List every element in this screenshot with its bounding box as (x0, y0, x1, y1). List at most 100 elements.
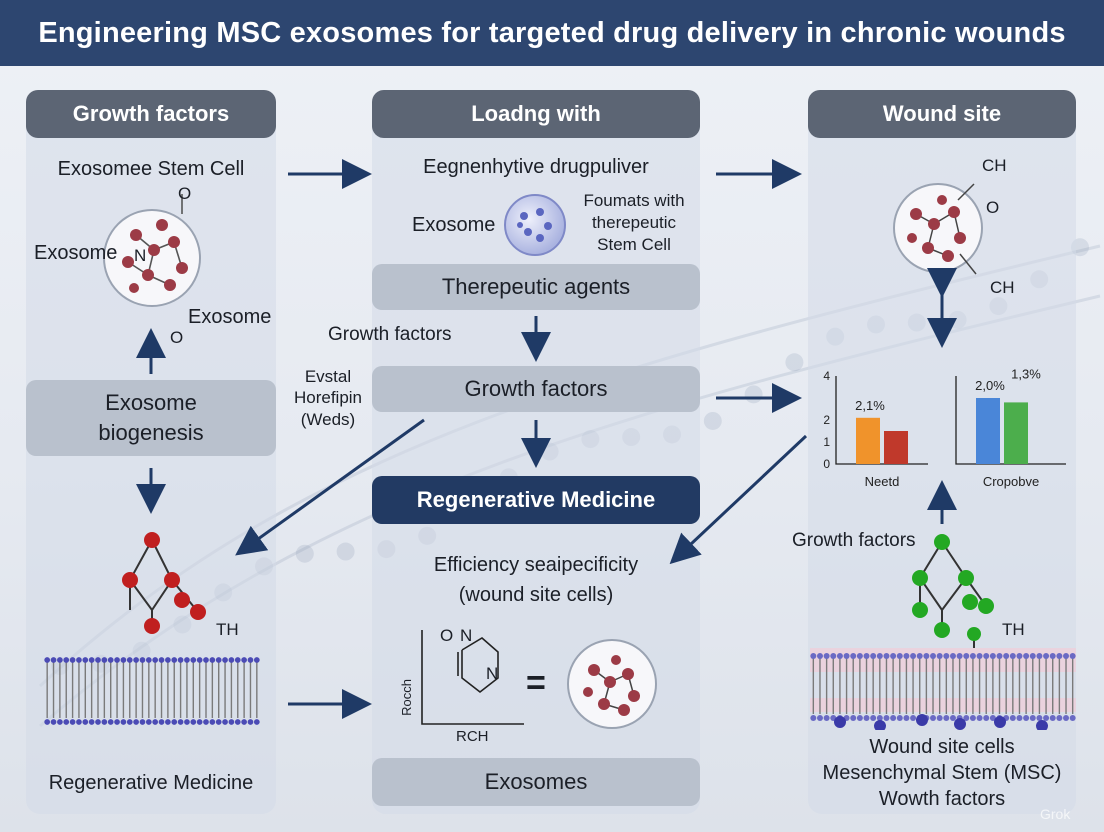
lipid-head (949, 715, 956, 721)
lipid-head (816, 653, 823, 659)
data-label: 2,1% (855, 398, 885, 413)
bar (976, 398, 1000, 464)
mol-ch-bottom: CH (990, 278, 1015, 297)
lipid-head (996, 653, 1003, 659)
middle-subtitle: Eegnenhytive drugpuliver (423, 156, 649, 178)
lipid-head (936, 653, 943, 659)
lipid-head (883, 653, 890, 659)
axis-x-label: RCH (456, 728, 489, 745)
lipid-head (57, 657, 63, 663)
exosome-biogenesis-label: Exosome biogenesis (98, 390, 204, 445)
watermark: Grok (1040, 806, 1071, 822)
chart-axis (955, 376, 1066, 465)
right-footer-line1: Wound site cells (869, 736, 1015, 758)
lipid-head (57, 719, 63, 725)
y-tick-label: 2 (823, 413, 830, 427)
lipid-head (1049, 653, 1056, 659)
lipid-head (1036, 715, 1043, 721)
lipid-head (843, 653, 850, 659)
right-mol-th: TH (1002, 620, 1025, 639)
mol-label-left: Exosome (34, 242, 118, 264)
vesicle-dot (874, 720, 886, 730)
lipid-head (184, 657, 190, 663)
lipid-head (126, 657, 133, 663)
lipid-head (165, 719, 171, 725)
lipid-head (870, 653, 877, 659)
lipid-head (1029, 715, 1036, 721)
lipid-head (234, 657, 241, 663)
lipid-head (863, 715, 870, 721)
lipid-head (883, 715, 890, 721)
lipid-head (215, 719, 222, 725)
lipid-head (956, 653, 963, 659)
lipid-head (120, 719, 127, 725)
mol-o: O (986, 198, 1000, 217)
ring-label-n-mid: N (486, 664, 499, 683)
lipid-head (158, 719, 165, 725)
lipid-head (823, 653, 830, 659)
lipid-head (823, 715, 830, 721)
growth-factors-box-label: Growth factors (464, 376, 608, 402)
lipid-head (1016, 653, 1023, 659)
lipid-head (76, 657, 82, 663)
lipid-head (126, 719, 133, 725)
vesicle-dot (1036, 720, 1048, 730)
middle-panel-header: Loadng with (372, 90, 700, 138)
chart-axis (835, 376, 928, 465)
regenerative-medicine-box: Regenerative Medicine (372, 476, 700, 524)
lipid-head (850, 715, 857, 721)
lipid-head (228, 657, 235, 663)
lipid-head (1069, 653, 1076, 659)
lipid-head (196, 657, 203, 663)
lipid-head (1043, 715, 1050, 721)
lipid-head (910, 653, 917, 659)
lipid-head (76, 719, 82, 725)
lipid-head (203, 719, 209, 725)
regenerative-medicine-label: Regenerative Medicine (416, 487, 656, 512)
lipid-head (253, 719, 260, 725)
lipid-head (50, 719, 57, 725)
helix-bead (785, 353, 804, 372)
lipid-head (152, 657, 159, 663)
y-tick-label: 1 (823, 435, 830, 449)
lipid-head (876, 653, 883, 659)
lipid-head (253, 657, 260, 663)
lipid-head (856, 715, 863, 721)
lipid-head (190, 719, 197, 725)
lipid-head (923, 653, 930, 659)
lipid-head (101, 657, 108, 663)
lipid-head (63, 719, 70, 725)
left-panel-header: Growth factors (26, 90, 276, 138)
left-subtitle: Exosomee Stem Cell (57, 158, 245, 180)
lipid-head (896, 653, 903, 659)
exosome-molecule-icon (103, 194, 201, 307)
lipid-head (870, 715, 877, 721)
lipid-head (890, 715, 897, 721)
lipid-head (101, 719, 108, 725)
lipid-head (241, 657, 247, 663)
bar (884, 431, 908, 464)
lipid-head (890, 653, 897, 659)
lipid-bilayer-right (810, 648, 1076, 730)
mol-label-o-bottom: O (170, 328, 184, 347)
lipid-head (943, 653, 950, 659)
vesicle-dot (994, 716, 1006, 728)
data-label: 2,0% (975, 378, 1005, 393)
bar (856, 417, 880, 464)
category-label: Cropobve (983, 474, 1039, 489)
data-label: 1,3% (1011, 366, 1041, 381)
helix-bead (295, 544, 314, 563)
lipid-head (88, 657, 95, 663)
left-footer: Regenerative Medicine (48, 772, 254, 794)
lipid-head (241, 719, 247, 725)
loaded-exosome-icon (504, 194, 566, 256)
exosome-biogenesis-box: Exosome biogenesis (26, 380, 276, 456)
lipid-head (936, 715, 943, 721)
lipid-head (876, 715, 883, 721)
lipid-head (976, 653, 983, 659)
page-title: Engineering MSC exosomes for targeted dr… (38, 16, 1066, 49)
lipid-head (177, 657, 184, 663)
lipid-head (930, 715, 937, 721)
growth-factor-molecule-icon (912, 534, 994, 648)
mol-label-right: Exosome (188, 306, 272, 328)
